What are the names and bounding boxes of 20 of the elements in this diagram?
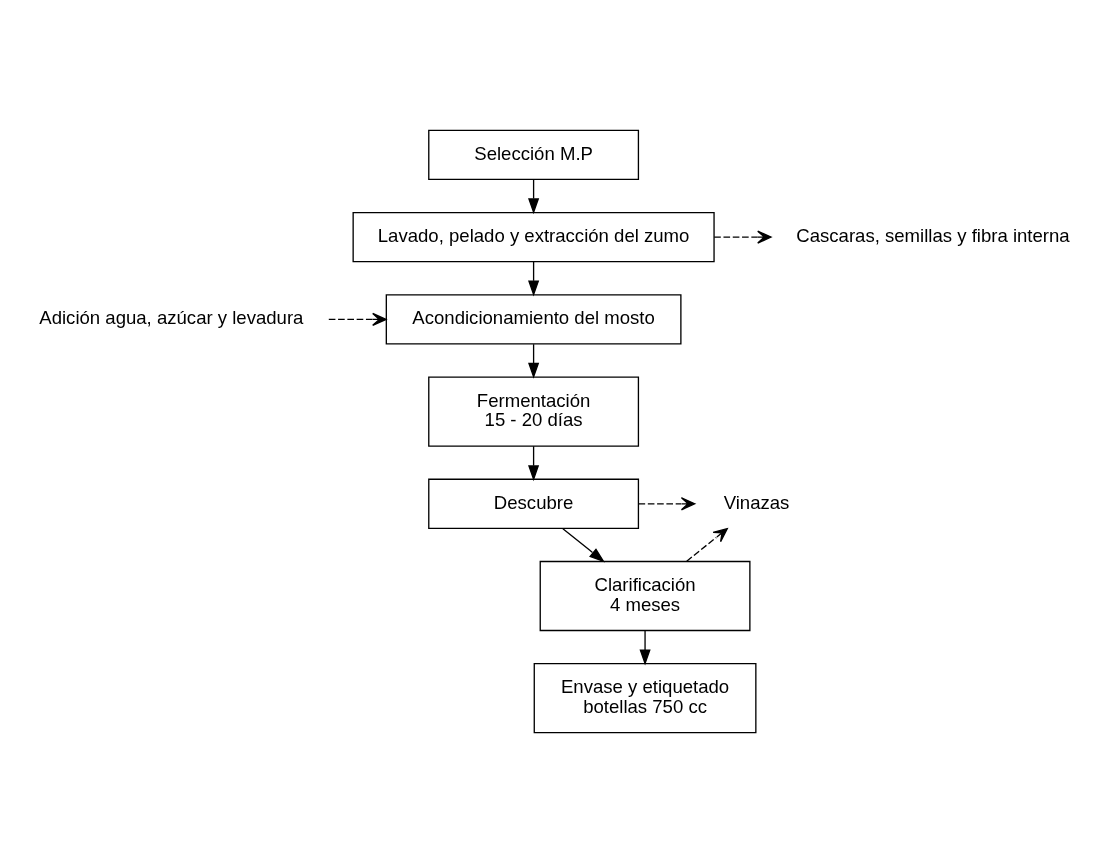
- arrow: [528, 178, 540, 214]
- arrow: [639, 629, 651, 666]
- arrow: [562, 527, 605, 562]
- node-box: Selección M.P: [428, 129, 640, 180]
- arrow: [713, 230, 772, 244]
- node-box: Acondicionamiento del mosto: [385, 293, 682, 345]
- arrow: [637, 496, 696, 510]
- node-text: Adición agua, azúcar y levadura: [39, 306, 304, 328]
- node-text: Cascaras, semillas y fibra interna: [796, 224, 1070, 246]
- arrow: [528, 445, 540, 481]
- arrow: [328, 312, 387, 326]
- arrow: [528, 260, 540, 296]
- node-box: Clarificación 4 meses: [539, 560, 751, 631]
- node-box: Lavado, pelado y extracción del zumo: [352, 211, 715, 262]
- arrow: [686, 527, 728, 562]
- arrow: [528, 343, 540, 379]
- node-box: Envase y etiquetado botellas 750 cc: [533, 662, 757, 733]
- node-box: Fermentación 15 - 20 días: [428, 375, 640, 447]
- node-text: Vinazas: [723, 491, 790, 513]
- node-box: Descubre: [428, 478, 640, 529]
